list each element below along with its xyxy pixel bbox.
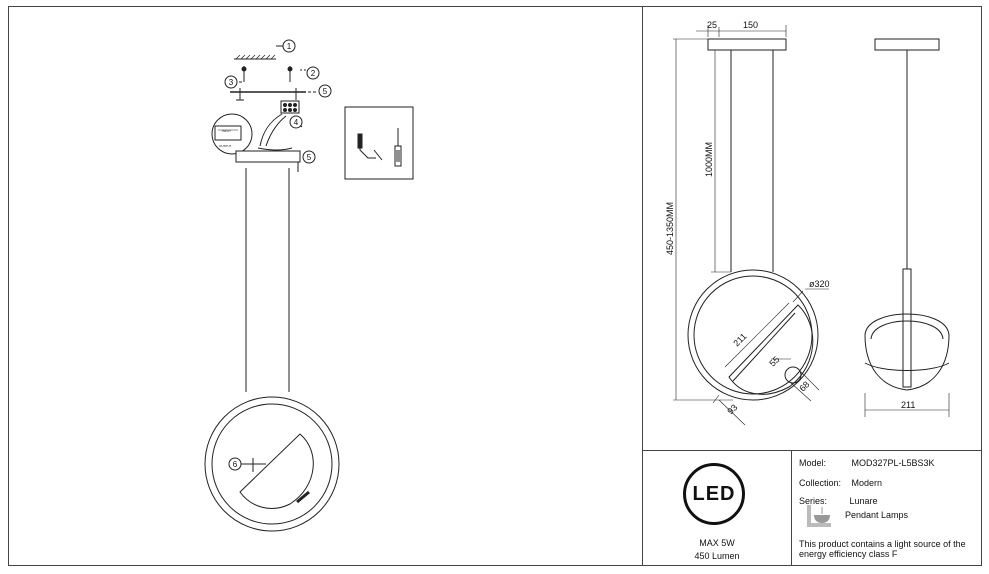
callout-3: 3 <box>229 78 234 87</box>
dim-canopy-offset: 25 <box>707 20 717 30</box>
info-divider-vertical <box>791 450 792 566</box>
dim-inner-b: 68 <box>797 379 811 393</box>
led-power: MAX 5W <box>699 538 735 548</box>
dim-cable-length: 1000MM <box>704 142 714 177</box>
model-value: MOD327PL-L5BS3K <box>851 458 935 468</box>
collection-value: Modern <box>851 478 883 488</box>
dim-side-width: 211 <box>901 400 915 410</box>
wire-input-label: INPUT <box>222 129 231 133</box>
pendant-lamp-icon <box>807 505 831 527</box>
led-lumen: 450 Lumen <box>694 551 740 561</box>
callout-5b: 5 <box>307 153 312 162</box>
panel-divider-vertical <box>642 6 643 566</box>
category-value: Pendant Lamps <box>845 510 909 520</box>
callout-6: 6 <box>233 460 238 469</box>
panel-divider-horizontal <box>642 450 982 451</box>
wire-output-label: OUTPUT <box>219 144 232 148</box>
callout-4: 4 <box>294 118 299 127</box>
series-label: Series: <box>799 496 828 506</box>
led-info: LED MAX 5W 450 Lumen <box>643 451 791 566</box>
callout-2: 2 <box>311 69 316 78</box>
led-badge: LED <box>683 463 745 525</box>
series-value: Lunare <box>849 496 878 506</box>
callout-1: 1 <box>287 42 292 51</box>
model-label: Model: <box>799 458 827 468</box>
collection-label: Collection: <box>799 478 842 488</box>
energy-note: This product contains a light source of … <box>799 539 966 559</box>
drawing-frame <box>8 6 982 566</box>
dim-inner-a: 55 <box>767 354 781 368</box>
dim-bottom-offset: 93 <box>725 402 739 416</box>
callout-5a: 5 <box>323 87 328 96</box>
dim-canopy-width: 150 <box>743 20 758 30</box>
dim-overall-height: 450-1350MM <box>665 202 675 255</box>
installation-drawing: 1 2 3 4 5 5 6 INPUT OUTPUT <box>204 39 414 532</box>
dimension-drawing: 25 150 1000MM 450-1350MM ø320 211 55 68 … <box>665 20 950 426</box>
dim-ring-diameter: ø320 <box>809 279 830 289</box>
